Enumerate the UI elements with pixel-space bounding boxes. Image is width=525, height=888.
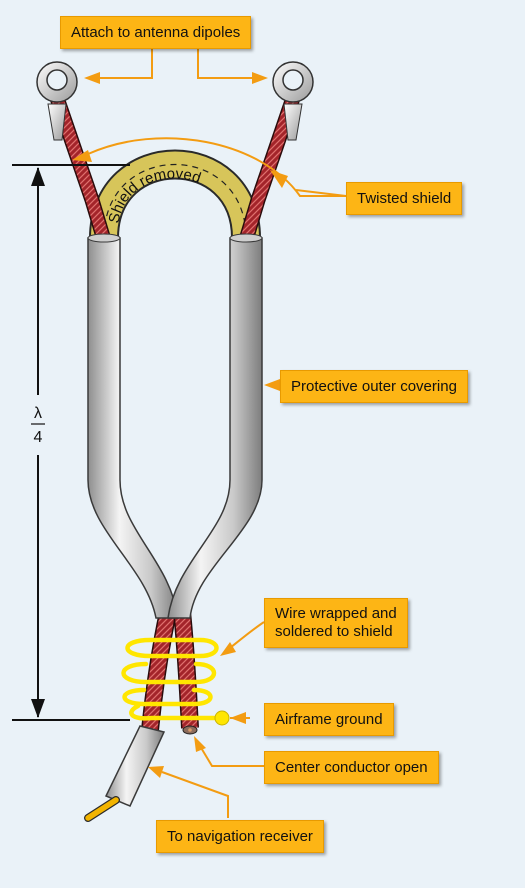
center-conductor-callout: Center conductor open (264, 751, 439, 784)
receiver-cable (104, 725, 166, 807)
wire-wrapped-label-line1: Wire wrapped and (275, 605, 397, 622)
outer-covering-left (87, 237, 179, 619)
ground-solder-point (214, 710, 230, 726)
attach-dipoles-callout: Attach to antenna dipoles (60, 16, 252, 49)
wire-wrapped-label-line2: soldered to shield (275, 623, 393, 640)
twisted-shield-callout: Twisted shield (346, 182, 463, 215)
quarter-wave-dimension (12, 164, 130, 721)
wire-wrapped-callout: Wire wrapped and soldered to shield (264, 598, 408, 648)
ring-lug-left (36, 61, 78, 141)
attach-dipoles-label: Attach to antenna dipoles (71, 24, 241, 41)
outer-covering-label: Protective outer covering (291, 378, 457, 395)
lambda-symbol: λ (34, 405, 42, 422)
nav-receiver-label: To navigation receiver (167, 828, 313, 845)
quarter-denominator: 4 (34, 429, 43, 446)
leader-lines (72, 48, 347, 818)
dielectric-arc-center (103, 164, 247, 239)
ground-wire-coil (121, 637, 225, 721)
outer-covering-callout: Protective outer covering (280, 370, 468, 403)
twisted-shield-label: Twisted shield (357, 190, 452, 207)
airframe-ground-label: Airframe ground (275, 711, 383, 728)
outer-covering-right (167, 237, 263, 619)
center-conductor-label: Center conductor open (275, 759, 428, 776)
ring-lug-right (272, 61, 314, 141)
nav-receiver-callout: To navigation receiver (156, 820, 324, 853)
airframe-ground-callout: Airframe ground (264, 703, 394, 736)
